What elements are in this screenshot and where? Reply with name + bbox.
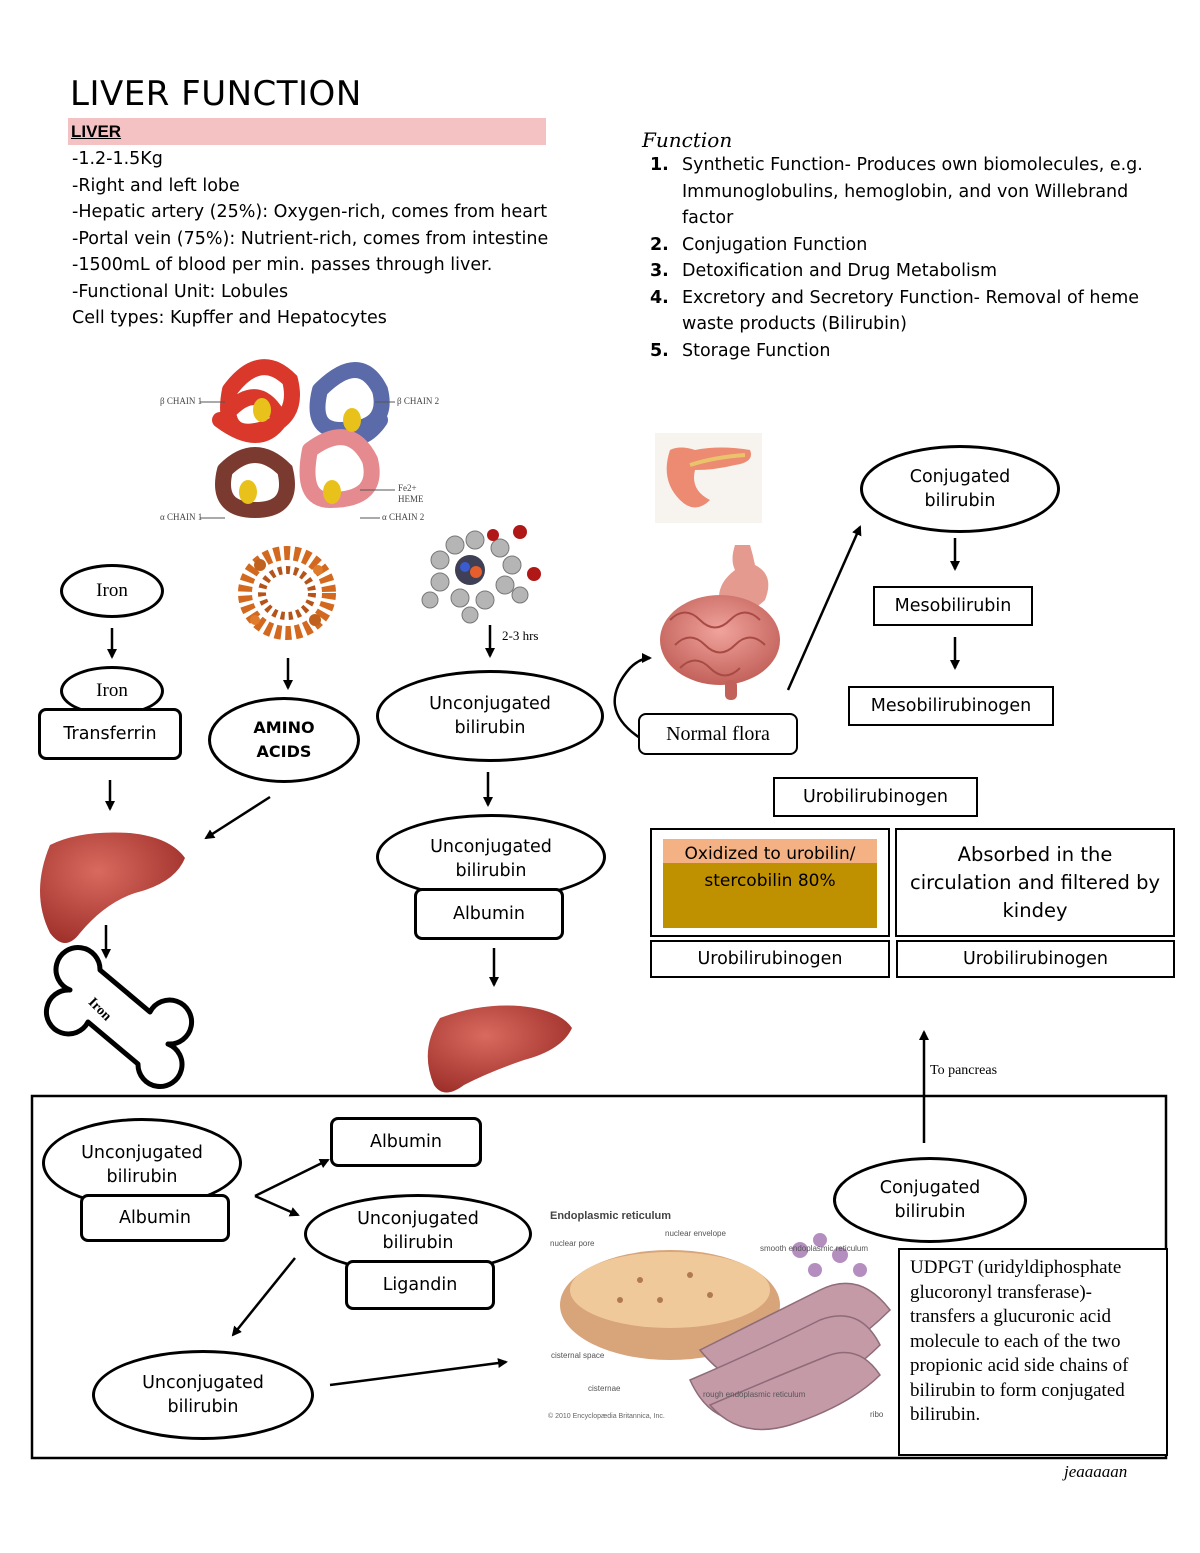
heme-label: HEME <box>398 494 424 504</box>
function-item: 2.Conjugation Function <box>650 234 868 255</box>
fact-3: -Hepatic artery (25%): Oxygen-rich, come… <box>72 202 548 222</box>
fact-4: -Portal vein (75%): Nutrient-rich, comes… <box>72 228 549 249</box>
bone-icon <box>44 945 194 1089</box>
function-item: 4.Excretory and Secretory Function- Remo… <box>650 287 1140 335</box>
liver-illustration-middle <box>427 1005 572 1093</box>
fact-5: -1500mL of blood per min. passes through… <box>72 255 493 275</box>
heme-molecule-illustration <box>421 525 541 624</box>
urobilinogen-left-box: Urobilirubinogen <box>650 940 890 978</box>
alpha-chain-1-label: α CHAIN 1 <box>160 512 203 522</box>
albumin-box-a: Albumin <box>80 1194 230 1242</box>
function-item: 1.Synthetic Function- Produces own biomo… <box>650 155 1143 228</box>
er-copyright: © 2010 Encyclopædia Britannica, Inc. <box>548 1413 665 1420</box>
cisternae-label: cisternae <box>588 1384 621 1393</box>
conjugated-bilirubin-oval-b: Conjugated bilirubin <box>833 1157 1027 1243</box>
unconjugated-bilirubin-oval-a: Unconjugated bilirubin <box>42 1118 242 1208</box>
liver-heading-highlight: LIVER <box>68 118 546 145</box>
unconjugated-bilirubin-oval: Unconjugated bilirubin <box>376 670 604 762</box>
fact-7: Cell types: Kupffer and Hepatocytes <box>72 308 387 328</box>
normal-flora-box: Normal flora <box>638 713 798 755</box>
ribosomes-label: ribo <box>870 1410 884 1419</box>
pancreas-illustration <box>655 433 762 523</box>
time-label: 2-3 hrs <box>502 628 539 643</box>
fe-label: Fe2+ <box>398 483 417 493</box>
function-list: 1.Synthetic Function- Produces own biomo… <box>650 152 1170 364</box>
function-heading: Function <box>642 128 733 152</box>
liver-illustration-left <box>40 832 185 943</box>
urobilinogen-box: Urobilirubinogen <box>773 777 978 817</box>
fact-6: -Functional Unit: Lobules <box>72 281 289 302</box>
transferrin-box: Transferrin <box>38 708 182 760</box>
smooth-er-label: smooth endoplasmic reticulum <box>760 1244 869 1253</box>
mesobilirubinogen-box: Mesobilirubinogen <box>848 686 1054 726</box>
alpha-chain-2-label: α CHAIN 2 <box>382 512 425 522</box>
beta-chain-2-label: β CHAIN 2 <box>397 396 440 406</box>
intestines-illustration <box>660 545 780 700</box>
urobilinogen-right-box: Urobilirubinogen <box>896 940 1175 978</box>
udpgt-box: UDPGT (uridyldiphosphate glucoronyl tran… <box>898 1248 1168 1456</box>
iron-oval: Iron <box>60 564 164 618</box>
function-item: 3.Detoxification and Drug Metabolism <box>650 261 998 281</box>
page-title: LIVER FUNCTION <box>70 74 362 114</box>
oxidized-header-fill <box>663 839 877 863</box>
cisternal-space-label: cisternal space <box>551 1351 605 1360</box>
to-pancreas-label: To pancreas <box>930 1063 998 1078</box>
liver-heading: LIVER <box>71 122 122 141</box>
albumin-box: Albumin <box>414 888 564 940</box>
fact-2: -Right and left lobe <box>72 175 240 196</box>
amino-acids-oval: AMINO ACIDS <box>208 697 360 783</box>
nuclear-envelope-label: nuclear envelope <box>665 1229 726 1238</box>
iron-oval-2: Iron <box>60 666 164 716</box>
ligandin-box: Ligandin <box>345 1260 495 1310</box>
mesobilirubin-box: Mesobilirubin <box>873 586 1033 626</box>
fact-1: -1.2-1.5Kg <box>72 149 163 169</box>
beta-chain-1-label: β CHAIN 1 <box>160 396 203 406</box>
hemoglobin-illustration <box>200 359 395 519</box>
absorbed-box: Absorbed in the circulation and filtered… <box>895 828 1175 937</box>
oxidized-panel: Oxidized to urobilin/ stercobilin 80% <box>650 828 890 937</box>
signature: jeaaaaan <box>1064 1462 1128 1481</box>
oxidized-text: Oxidized to urobilin/ stercobilin 80% <box>684 844 856 891</box>
er-illustration <box>560 1233 891 1431</box>
conjugated-bilirubin-oval: Conjugated bilirubin <box>860 445 1060 533</box>
protein-illustration <box>238 546 336 640</box>
albumin-box-b: Albumin <box>330 1117 482 1167</box>
nuclear-pore-label: nuclear pore <box>550 1239 595 1248</box>
function-item: 5.Storage Function <box>650 340 831 361</box>
unconjugated-bilirubin-oval-c: Unconjugated bilirubin <box>92 1350 314 1440</box>
liver-facts: -1.2-1.5Kg -Right and left lobe -Hepatic… <box>72 146 548 332</box>
arrows <box>101 525 960 1387</box>
er-title: Endoplasmic reticulum <box>550 1210 672 1222</box>
rough-er-label: rough endoplasmic reticulum <box>703 1390 806 1399</box>
